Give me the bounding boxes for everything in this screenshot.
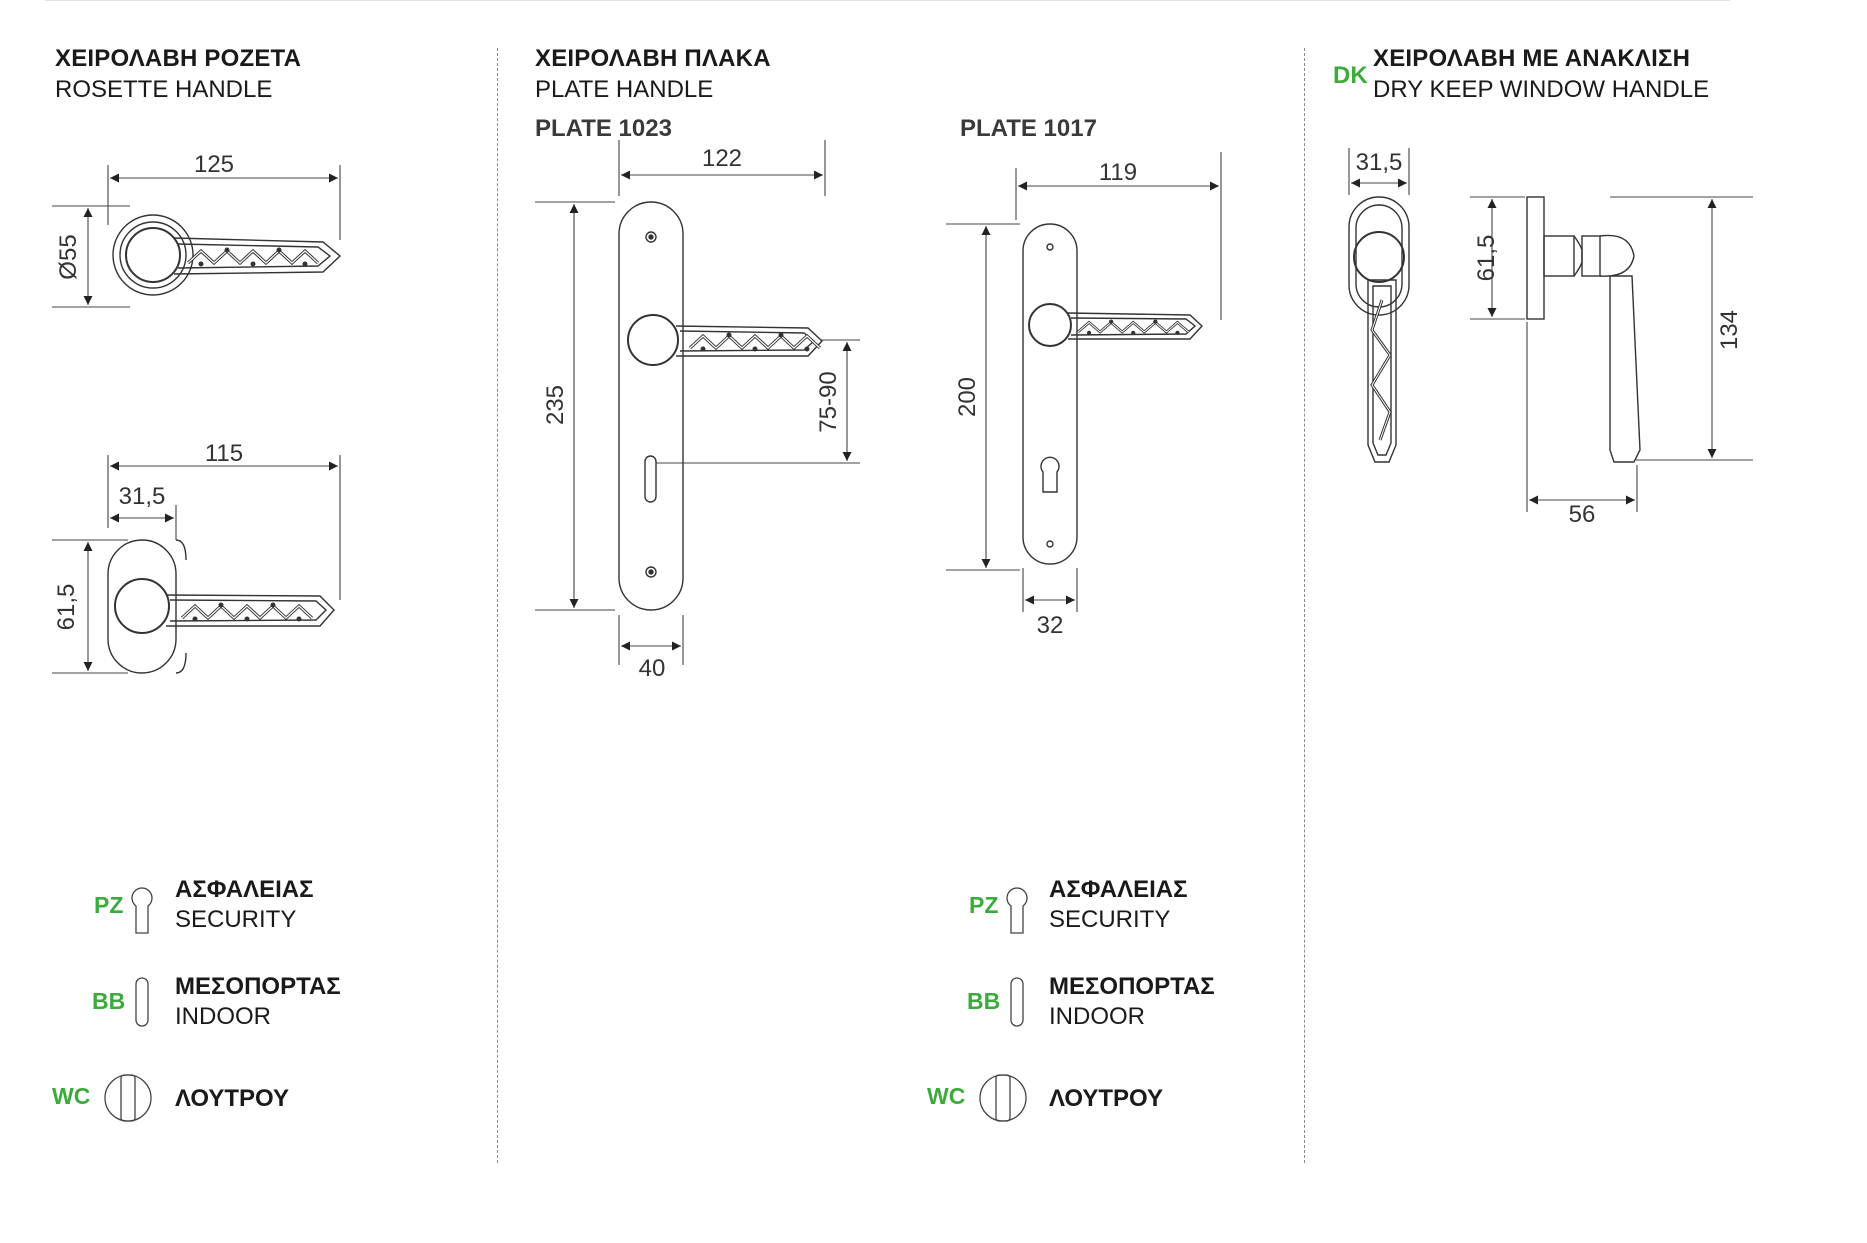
oval-rose-height-label: 61,5 — [53, 584, 80, 631]
rosette-top-dimensions — [52, 165, 341, 308]
rosette-title-en: ROSETTE HANDLE — [55, 76, 273, 103]
dk-front-dimensions — [1348, 148, 1410, 195]
legend-code-bb: BB — [92, 988, 126, 1014]
plate-1017-width-label: 119 — [1099, 159, 1137, 186]
rosette-handle-top-view — [112, 214, 342, 296]
plate-1023-height-label: 235 — [542, 385, 569, 425]
legend-code-bb: BB — [967, 988, 1001, 1014]
rosette-title-gr: ΧΕΙΡΟΛΑΒΗ ΡΟΖΕΤΑ — [55, 45, 302, 72]
legend-gr-bathroom: ΛΟΥΤΡΟΥ — [175, 1085, 290, 1112]
plate-1017-height-label: 200 — [954, 377, 981, 417]
legend-code-pz: PZ — [94, 892, 124, 918]
plate-1017-plate-width-label: 32 — [1037, 612, 1064, 639]
top-rule — [45, 0, 1730, 1]
dk-height-label: 134 — [1716, 310, 1743, 350]
oval-rose-dimensions — [52, 455, 341, 674]
plate-1017-drawing — [1022, 223, 1203, 565]
plate-1023-dimensions — [535, 140, 860, 665]
plate-1023-spacing-label: 75-90 — [815, 371, 842, 432]
slot-keyhole-icon — [135, 977, 1024, 1027]
dk-handle-front-view — [1348, 196, 1410, 463]
plate-1023-drawing — [618, 201, 823, 611]
dk-badge: DK — [1333, 62, 1368, 89]
plate-1017-dimensions — [946, 152, 1222, 612]
wc-turn-icon — [104, 1074, 1027, 1122]
oval-rose-rose-width-label: 31,5 — [119, 483, 166, 510]
legend-en-indoor: INDOOR — [175, 1003, 271, 1030]
plate-1023-label: PLATE 1023 — [535, 115, 672, 142]
dk-side-dimensions — [1470, 196, 1753, 512]
oval-rose-width-label: 115 — [205, 440, 243, 467]
legend-en-security: SECURITY — [175, 906, 297, 933]
legend-en-security: SECURITY — [1049, 906, 1171, 933]
plate-title-gr: ΧΕΙΡΟΛΑΒΗ ΠΛΑΚΑ — [535, 45, 771, 72]
legend-en-indoor: INDOOR — [1049, 1003, 1145, 1030]
legend-gr-indoor: ΜΕΣΟΠΟΡΤΑΣ — [1049, 973, 1215, 1000]
plate-1023-plate-width-label: 40 — [639, 655, 666, 682]
cylinder-keyhole-icon — [131, 887, 1028, 934]
dk-handle-side-view — [1526, 196, 1641, 463]
dk-title-en: DRY KEEP WINDOW HANDLE — [1373, 76, 1710, 103]
legend-gr-security: ΑΣΦΑΛΕΙΑΣ — [175, 876, 314, 903]
legend-code-wc: WC — [52, 1083, 91, 1109]
dk-depth-label: 56 — [1569, 501, 1596, 528]
legend-code-wc: WC — [927, 1083, 966, 1109]
legend-code-pz: PZ — [969, 892, 999, 918]
plate-title-en: PLATE HANDLE — [535, 76, 714, 103]
oval-rose-handle — [107, 539, 335, 674]
legend-gr-bathroom: ΛΟΥΤΡΟΥ — [1049, 1085, 1164, 1112]
legend-gr-security: ΑΣΦΑΛΕΙΑΣ — [1049, 876, 1188, 903]
dk-rose-height-label: 61,5 — [1473, 235, 1500, 282]
section-divider — [497, 48, 498, 1163]
legend-gr-indoor: ΜΕΣΟΠΟΡΤΑΣ — [175, 973, 341, 1000]
rosette-diameter-label: Ø55 — [55, 234, 82, 279]
dk-rose-width-label: 31,5 — [1356, 149, 1403, 176]
rosette-width-label: 125 — [194, 151, 234, 178]
plate-1017-label: PLATE 1017 — [960, 115, 1097, 142]
dk-title-gr: ΧΕΙΡΟΛΑΒΗ ΜΕ ΑΝΑΚΛΙΣΗ — [1373, 45, 1691, 72]
plate-1023-width-label: 122 — [702, 145, 742, 172]
section-divider — [1304, 48, 1305, 1163]
